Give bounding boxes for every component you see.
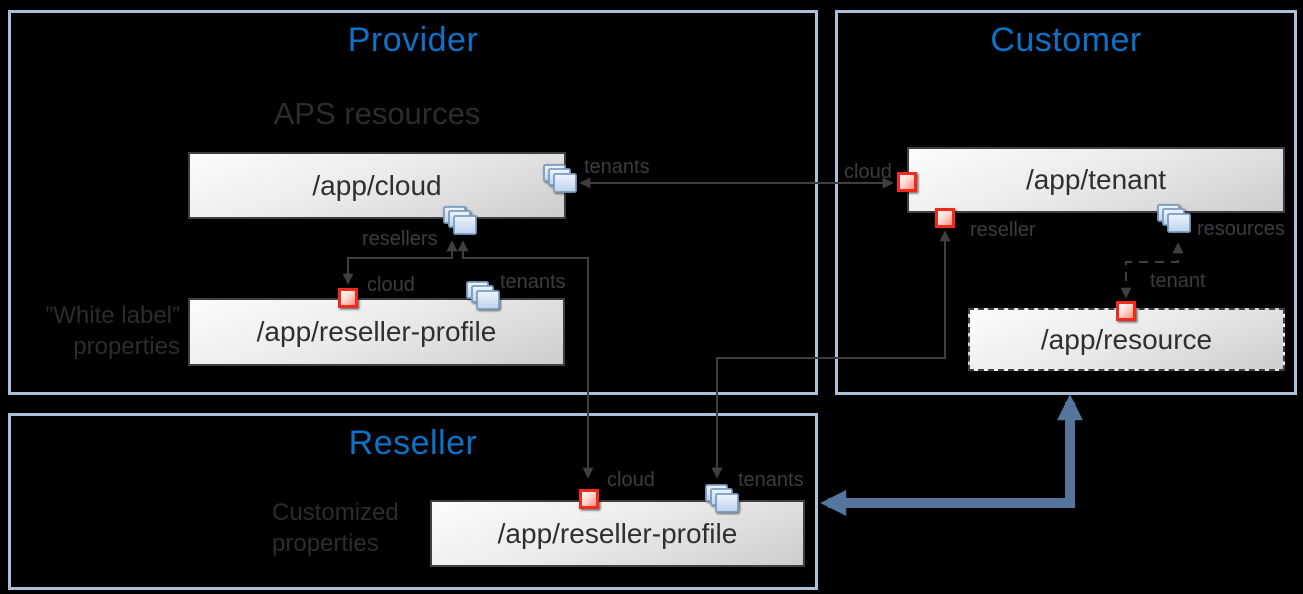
provider-group-box: Provider (8, 10, 818, 395)
rp-reseller-tenants-collection-icon (705, 484, 739, 513)
property-label-cloud-tenants: tenants (584, 156, 650, 178)
customer-group-box: Customer (835, 10, 1297, 395)
node-app-cloud: /app/cloud (188, 152, 566, 219)
property-label-tenant-cloud: cloud (844, 161, 892, 183)
provider-title: Provider (347, 21, 479, 59)
rp-provider-tenants-collection-icon (466, 281, 500, 310)
cloud-tenants-collection-icon (543, 164, 577, 193)
customized-properties-line1: Customized (272, 499, 399, 526)
node-app-reseller-profile-provider-label: /app/reseller-profile (256, 316, 497, 347)
tenant-reseller-link-icon (935, 208, 955, 228)
tenant-cloud-link-icon (897, 172, 917, 192)
cloud-resellers-collection-icon (443, 206, 477, 235)
node-app-reseller-profile-reseller-label: /app/reseller-profile (497, 517, 738, 549)
property-label-tenant-reseller: reseller (970, 219, 1036, 241)
node-app-tenant-label: /app/tenant (1025, 164, 1167, 195)
property-label-rp-provider-cloud: cloud (367, 274, 415, 296)
property-label-rp-reseller-cloud: cloud (607, 469, 655, 491)
connector-customer-to-reseller-thick-arrow (820, 394, 1083, 516)
reseller-group-box: Reseller (8, 413, 818, 590)
customized-properties-line2: properties (272, 530, 379, 557)
node-app-reseller-profile-reseller: /app/reseller-profile (430, 500, 805, 567)
white-label-annotation: ”White label” properties (20, 300, 180, 362)
property-label-cloud-resellers: resellers (362, 228, 438, 250)
rp-provider-cloud-link-icon (338, 288, 358, 308)
node-app-resource-label: /app/resource (1040, 323, 1213, 355)
node-app-reseller-profile-provider: /app/reseller-profile (188, 298, 565, 366)
reseller-title: Reseller (348, 424, 478, 462)
white-label-annotation-line2: properties (73, 333, 180, 360)
customer-title: Customer (990, 21, 1142, 59)
customized-properties-annotation: Customized properties (272, 497, 442, 559)
property-label-rp-reseller-tenants: tenants (738, 469, 804, 491)
node-app-cloud-label: /app/cloud (312, 169, 442, 201)
property-label-rp-provider-tenants: tenants (500, 271, 566, 293)
property-label-resource-tenant: tenant (1150, 270, 1206, 292)
resource-tenant-link-icon (1116, 301, 1136, 321)
aps-resources-heading: APS resources (273, 96, 481, 131)
node-app-tenant: /app/tenant (907, 147, 1285, 213)
property-label-tenant-resources: resources (1197, 218, 1285, 240)
tenant-resources-collection-icon (1157, 204, 1191, 233)
white-label-annotation-line1: ”White label” (45, 302, 180, 329)
rp-reseller-cloud-link-icon (579, 489, 599, 509)
node-app-resource: /app/resource (968, 308, 1285, 371)
